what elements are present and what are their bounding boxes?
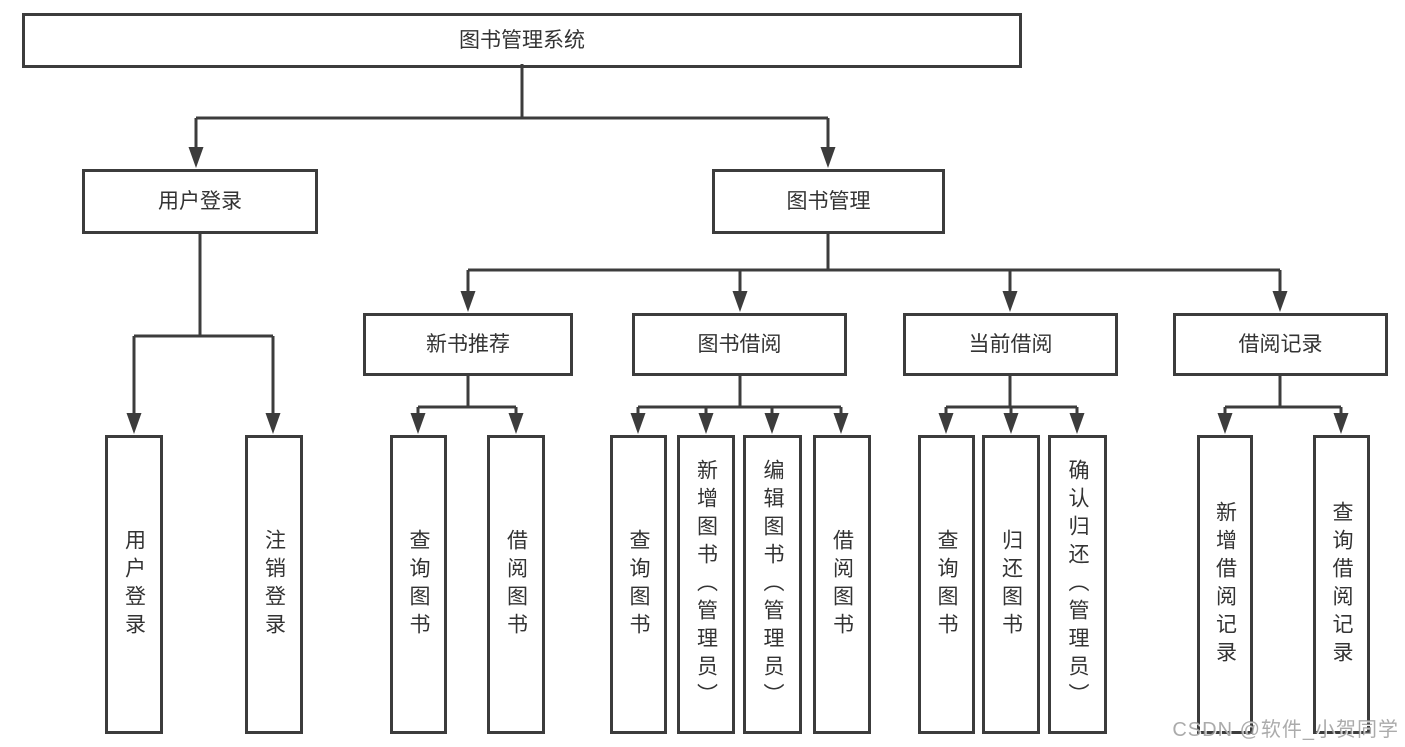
leaf-borrow-books: 借阅图书 — [813, 435, 871, 734]
arrowhead — [1003, 413, 1019, 434]
arrowhead — [265, 413, 281, 434]
leaf-label: 新增图书（管理员） — [694, 458, 718, 711]
leaf-borrow-books-recommend: 借阅图书 — [487, 435, 545, 734]
leaf-add-borrow-record: 新增借阅记录 — [1197, 435, 1253, 734]
arrowhead — [410, 413, 426, 434]
leaf-logout: 注销登录 — [245, 435, 303, 734]
node-root-system: 图书管理系统 — [22, 13, 1022, 68]
arrowhead — [938, 413, 954, 434]
arrowhead — [188, 147, 204, 168]
leaf-label: 查询图书 — [627, 528, 650, 641]
leaf-label: 查询借阅记录 — [1330, 500, 1353, 669]
leaf-label: 查询图书 — [935, 528, 958, 641]
arrowhead — [833, 413, 849, 434]
leaf-label: 新增借阅记录 — [1213, 500, 1237, 669]
leaf-label: 编辑图书（管理员） — [761, 458, 784, 711]
arrowhead — [1217, 413, 1233, 434]
arrowhead — [508, 413, 524, 434]
leaf-label: 借阅图书 — [830, 528, 854, 641]
arrowhead — [820, 147, 836, 168]
leaf-label: 借阅图书 — [504, 528, 528, 641]
node-book-borrowing: 图书借阅 — [632, 313, 847, 376]
node-current-borrowing: 当前借阅 — [903, 313, 1118, 376]
leaf-query-books-recommend: 查询图书 — [390, 435, 447, 734]
leaf-label: 注销登录 — [262, 528, 286, 641]
arrowhead — [1069, 413, 1085, 434]
arrowhead — [1272, 291, 1288, 312]
leaf-label: 确认归还（管理员） — [1066, 458, 1089, 711]
csdn-watermark: CSDN @软件_小贺同学 — [1172, 719, 1399, 741]
arrowhead — [460, 291, 476, 312]
leaf-confirm-return-admin: 确认归还（管理员） — [1048, 435, 1107, 734]
leaf-label: 用户登录 — [122, 528, 146, 641]
leaf-user-login: 用户登录 — [105, 435, 163, 734]
leaf-query-books-borrow: 查询图书 — [610, 435, 667, 734]
node-book-management: 图书管理 — [712, 169, 945, 234]
leaf-return-books: 归还图书 — [982, 435, 1040, 734]
leaf-query-borrow-record: 查询借阅记录 — [1313, 435, 1370, 734]
arrowhead — [1002, 291, 1018, 312]
arrowhead — [126, 413, 142, 434]
arrowhead — [764, 413, 780, 434]
leaf-label: 归还图书 — [999, 528, 1023, 641]
leaf-edit-books-admin: 编辑图书（管理员） — [743, 435, 802, 734]
arrowhead — [1333, 413, 1349, 434]
node-user-login: 用户登录 — [82, 169, 318, 234]
leaf-add-books-admin: 新增图书（管理员） — [677, 435, 735, 734]
node-new-book-recommend: 新书推荐 — [363, 313, 573, 376]
leaf-label: 查询图书 — [407, 528, 430, 641]
node-borrow-records: 借阅记录 — [1173, 313, 1388, 376]
arrowhead — [698, 413, 714, 434]
leaf-query-books-current: 查询图书 — [918, 435, 975, 734]
arrowhead — [732, 291, 748, 312]
arrowhead — [630, 413, 646, 434]
